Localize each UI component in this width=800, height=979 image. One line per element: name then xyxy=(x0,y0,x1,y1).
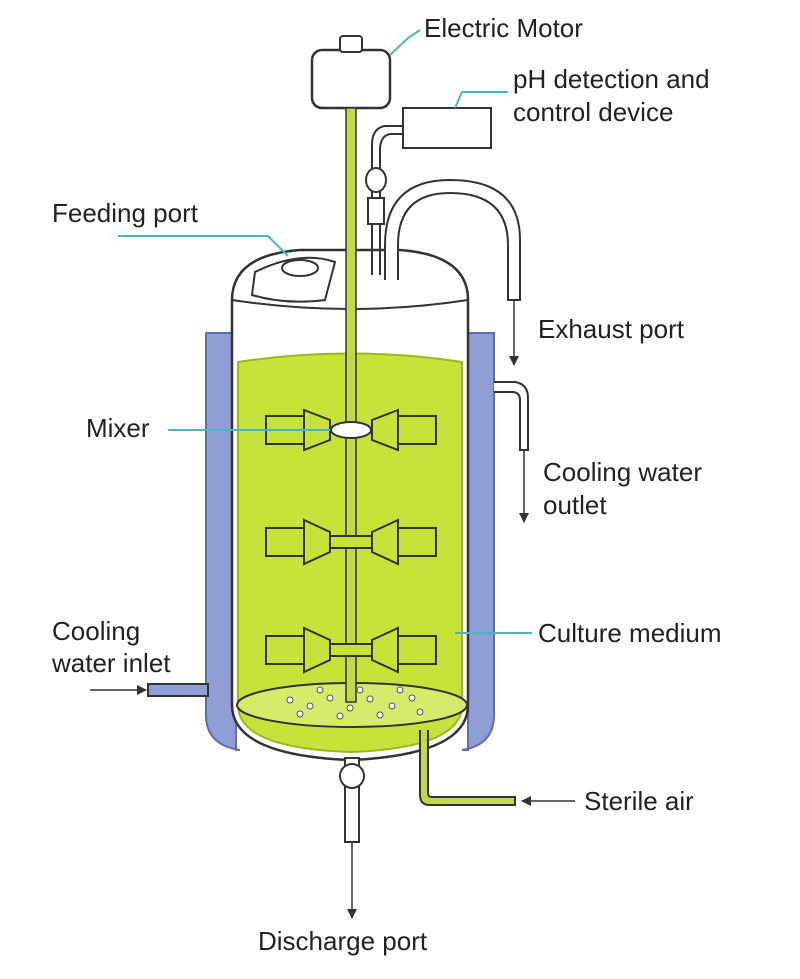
electric-motor-top xyxy=(339,35,363,53)
label-sterile-air: Sterile air xyxy=(584,786,694,816)
label-discharge-port: Discharge port xyxy=(258,926,428,956)
leader-ph-device xyxy=(454,91,508,109)
leader-feeding-port xyxy=(118,235,289,257)
label-ph-device-line1: pH detection and xyxy=(513,64,710,94)
cooling-inlet-pipe xyxy=(147,683,209,697)
leader-electric-motor xyxy=(389,29,421,56)
cooling-jacket-right xyxy=(461,332,495,751)
label-mixer: Mixer xyxy=(86,413,150,443)
label-culture-medium: Culture medium xyxy=(538,618,722,648)
label-ph-device-line2: control device xyxy=(513,97,673,127)
ph-probe-tube-2 xyxy=(379,133,403,275)
cooling-outlet-pipe xyxy=(494,381,529,451)
label-cooling-inlet-line2: water inlet xyxy=(51,648,171,678)
electric-motor-housing xyxy=(310,48,392,110)
label-cooling-outlet-line1: Cooling water xyxy=(543,457,702,487)
sterile-air-pipe xyxy=(419,730,516,806)
impeller-middle xyxy=(265,518,437,566)
label-exhaust-port: Exhaust port xyxy=(538,314,685,344)
ph-device-box xyxy=(402,107,492,149)
label-cooling-outlet-line2: outlet xyxy=(543,490,607,520)
ph-probe-valve xyxy=(365,167,387,193)
mixer-shaft xyxy=(345,107,357,703)
feeding-port-opening xyxy=(281,259,319,277)
ph-probe-body xyxy=(367,197,385,225)
label-feeding-port: Feeding port xyxy=(52,198,199,228)
air-bubbles xyxy=(286,686,424,720)
discharge-valve xyxy=(339,763,365,789)
exhaust-pipe xyxy=(384,178,521,301)
label-cooling-inlet-line1: Cooling xyxy=(52,616,140,646)
label-electric-motor: Electric Motor xyxy=(424,13,583,43)
impeller-bottom xyxy=(265,626,437,674)
ph-probe-tube xyxy=(371,125,403,275)
